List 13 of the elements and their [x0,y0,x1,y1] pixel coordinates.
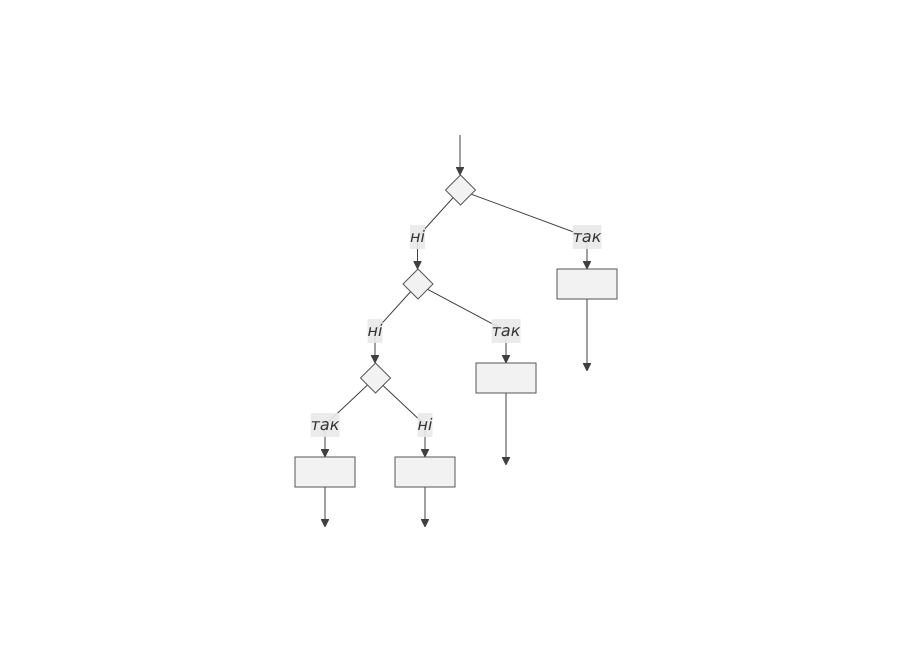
process-box [476,362,536,393]
process-box [556,268,618,299]
decision-diamond [444,174,476,206]
decision-diamond [402,268,434,300]
arrow [502,392,510,465]
arrow [382,384,430,457]
arrow [420,486,430,527]
arrow [582,298,592,371]
arrow [320,486,330,527]
arrow [456,134,464,175]
process-box [394,456,456,487]
decision-diamond [360,362,392,394]
process-box [294,456,356,487]
